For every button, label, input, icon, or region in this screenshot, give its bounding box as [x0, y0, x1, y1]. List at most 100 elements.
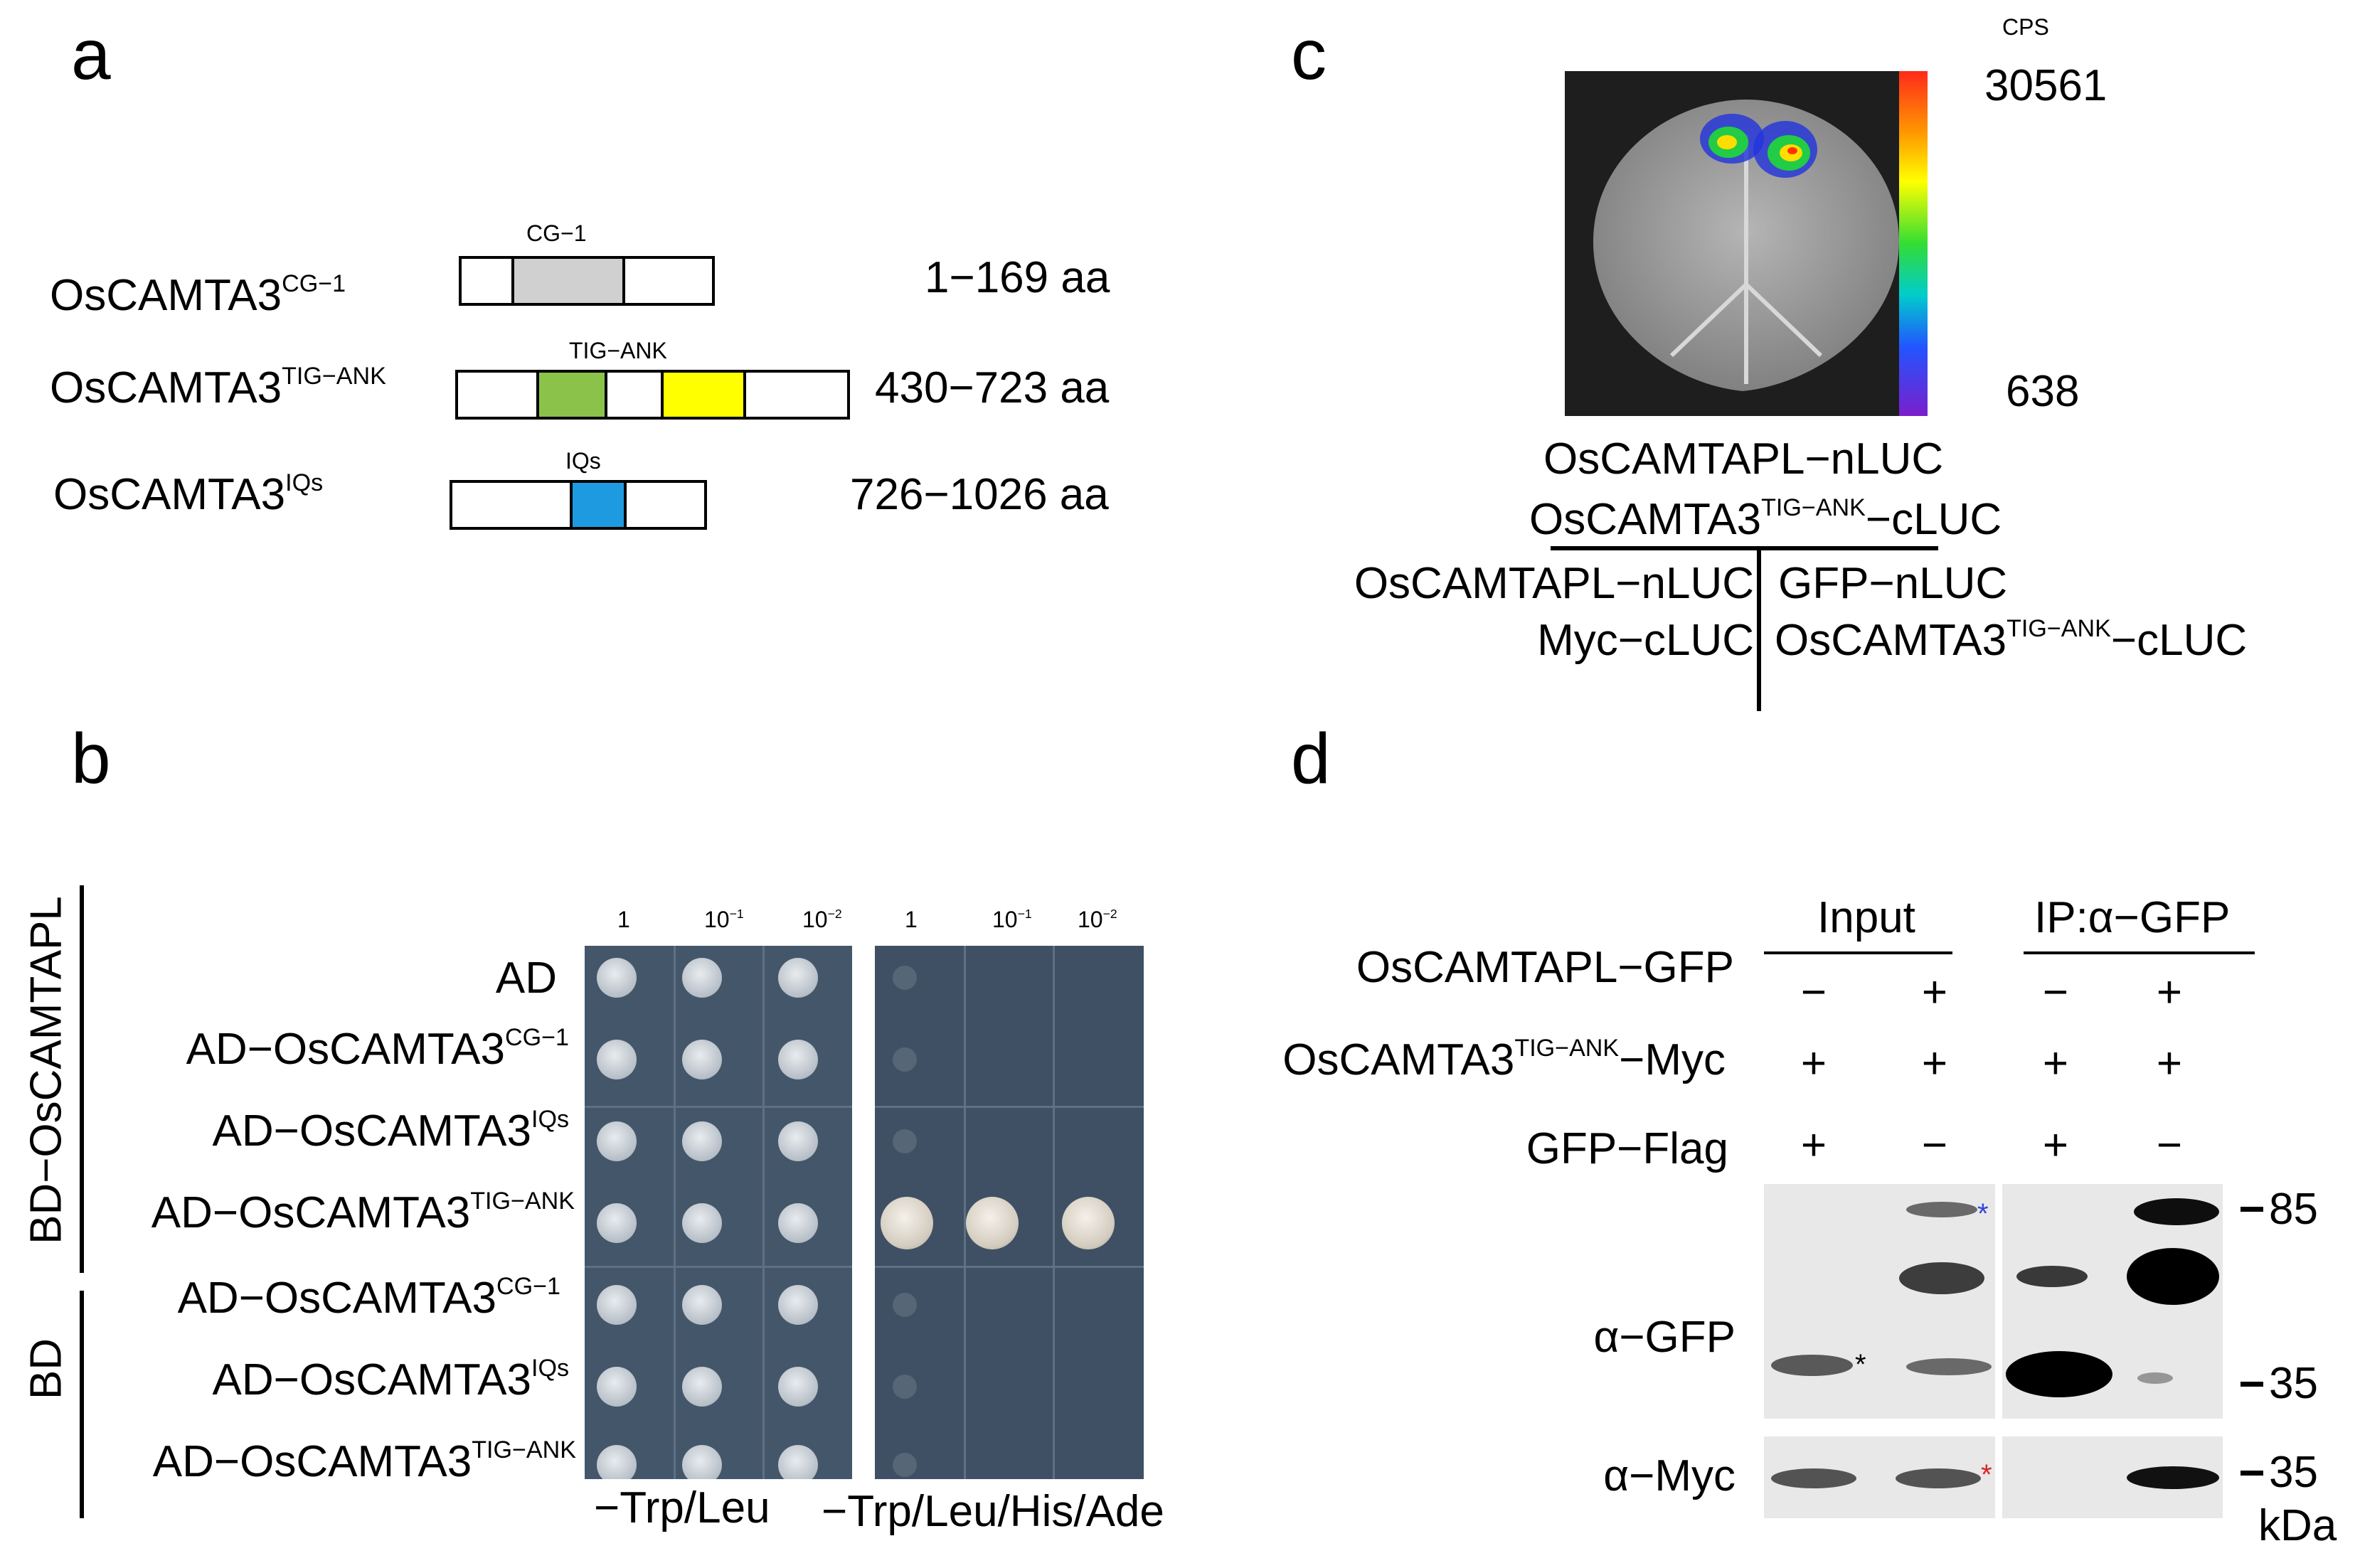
- colony: [893, 1047, 917, 1072]
- marker-tick-35-myc: [2241, 1471, 2263, 1476]
- row-label-ad-cg1-a: AD−OsCAMTA3CG−1: [186, 1024, 569, 1074]
- colony: [966, 1197, 1019, 1249]
- colony: [597, 1040, 637, 1079]
- panel-a-letter: a: [71, 15, 111, 95]
- plate-grid-line: [875, 1266, 1144, 1268]
- protein-bar-iqs: [450, 480, 707, 530]
- band-gfp-upper-ip: [2134, 1198, 2219, 1225]
- group-bracket-2: [80, 1291, 84, 1518]
- plate-grid-line: [1053, 946, 1055, 1479]
- input-label: Input: [1817, 893, 1915, 942]
- protein-bar-tig-ank: [455, 370, 850, 420]
- dilution-2-left: 10−1: [704, 906, 744, 932]
- sign-r2-c1: +: [1800, 1039, 1827, 1088]
- panel-b-letter: b: [71, 719, 111, 799]
- colony: [778, 1121, 818, 1161]
- colony: [778, 1040, 818, 1079]
- domain-label-iqs: IQs: [565, 448, 601, 474]
- band-myc-ip: [2127, 1466, 2219, 1489]
- domain-label-cg1: CG−1: [526, 220, 587, 246]
- sign-r3-c1: +: [1800, 1121, 1827, 1170]
- colony: [597, 1121, 637, 1161]
- colony: [881, 1197, 933, 1249]
- row-sup: CG−1: [282, 270, 346, 298]
- colony: [597, 1445, 637, 1479]
- scale-min: 638: [2006, 367, 2080, 416]
- luminescence-signal: [1700, 114, 1817, 178]
- sign-r3-c2: −: [1921, 1121, 1948, 1170]
- leaf-svg: [1593, 100, 1899, 391]
- plate-grid-line: [964, 946, 966, 1479]
- row-label-ad-iqs-a: AD−OsCAMTA3IQs: [212, 1106, 569, 1156]
- band-gfp-upper-input: [1906, 1202, 1977, 1217]
- band-gfp-free-ip: [2006, 1351, 2112, 1397]
- cg1-domain: [511, 259, 625, 303]
- colony: [778, 958, 818, 998]
- sign-r2-c2: +: [1921, 1039, 1948, 1088]
- plate-grid-line: [585, 1106, 852, 1108]
- colony: [682, 1040, 722, 1079]
- plate-grid-line: [674, 946, 676, 1479]
- domain-label-tig-ank: TIG−ANK: [569, 338, 667, 363]
- band-gfp-free-input-1: [1771, 1355, 1853, 1376]
- sign-r3-c4: −: [2156, 1121, 2183, 1170]
- panel-a-row2-label: OsCAMTA3TIG−ANK: [50, 363, 386, 413]
- band-gfp-faint-ip: [2016, 1266, 2088, 1287]
- colony: [893, 1293, 917, 1317]
- row-label-ad-cg1-b: AD−OsCAMTA3CG−1: [177, 1273, 560, 1323]
- right-construct-2: OsCAMTA3TIG−ANK−cLUC: [1775, 615, 2248, 665]
- marker-35-gfp: 35: [2269, 1359, 2318, 1408]
- luciferase-image: [1565, 71, 1928, 416]
- colony: [682, 958, 722, 998]
- panel-a-row3-label: OsCAMTA3IQs: [53, 469, 323, 520]
- colony: [778, 1285, 818, 1325]
- blot-myc-ip: [2002, 1436, 2223, 1518]
- condition-oscamta3-tig-ank-myc: OsCAMTA3TIG−ANK−Myc: [1282, 1035, 1726, 1084]
- top-construct-1: OsCAMTAPL−nLUC: [1543, 434, 1944, 484]
- scale-max: 30561: [1984, 61, 2107, 110]
- top-construct-2: OsCAMTA3TIG−ANK−cLUC: [1529, 494, 2002, 544]
- protein-bar-cg1: [459, 256, 715, 306]
- condition-oscamtapl-gfp: OsCAMTAPL−GFP: [1356, 943, 1734, 992]
- plate-trp-leu-his-ade: [875, 946, 1144, 1479]
- panel-d-letter: d: [1291, 719, 1331, 799]
- right-construct-1: GFP−nLUC: [1778, 559, 2008, 608]
- marker-85: 85: [2269, 1185, 2318, 1234]
- row-sup: IQs: [285, 469, 324, 497]
- asterisk-red: *: [1981, 1459, 1992, 1490]
- row-label-ad-tig-ank-a: AD−OsCAMTA3TIG−ANK: [151, 1188, 575, 1237]
- group-label-bd: BD: [14, 1291, 78, 1518]
- colony: [682, 1121, 722, 1161]
- sign-r2-c3: +: [2042, 1039, 2069, 1088]
- dilution-3-left: 10−2: [802, 906, 842, 932]
- colony: [893, 1375, 917, 1399]
- plate-grid-line: [585, 1266, 852, 1268]
- marker-35-myc: 35: [2269, 1448, 2318, 1497]
- row-name: OsCAMTA3: [50, 363, 282, 412]
- colony: [893, 1453, 917, 1477]
- range-cg1: 1−169 aa: [925, 253, 1110, 302]
- range-iqs: 726−1026 aa: [850, 470, 1109, 519]
- dilution-1-left: 1: [617, 907, 630, 932]
- sign-r2-c4: +: [2156, 1039, 2183, 1088]
- marker-tick-85: [2241, 1207, 2263, 1212]
- sign-r1-c1: −: [1800, 968, 1827, 1017]
- band-gfp-trace-ip: [2137, 1372, 2173, 1384]
- colony: [682, 1285, 722, 1325]
- colony: [778, 1367, 818, 1407]
- construct-divider-h: [1551, 546, 1938, 550]
- asterisk-black: *: [1855, 1349, 1866, 1380]
- tig-domain: [536, 373, 607, 417]
- ank-domain: [661, 373, 746, 417]
- sign-r1-c2: +: [1921, 968, 1948, 1017]
- colony: [893, 1129, 917, 1153]
- panel-a-row1-label: OsCAMTA3CG−1: [50, 270, 346, 321]
- group-bracket-1: [80, 885, 84, 1273]
- antibody-myc: α−Myc: [1603, 1451, 1736, 1500]
- ip-underline: [2024, 951, 2255, 954]
- construct-divider-v: [1757, 548, 1761, 711]
- iqs-domain: [570, 483, 627, 527]
- group-text: BD: [21, 1338, 71, 1400]
- colony: [597, 958, 637, 998]
- colony: [778, 1203, 818, 1243]
